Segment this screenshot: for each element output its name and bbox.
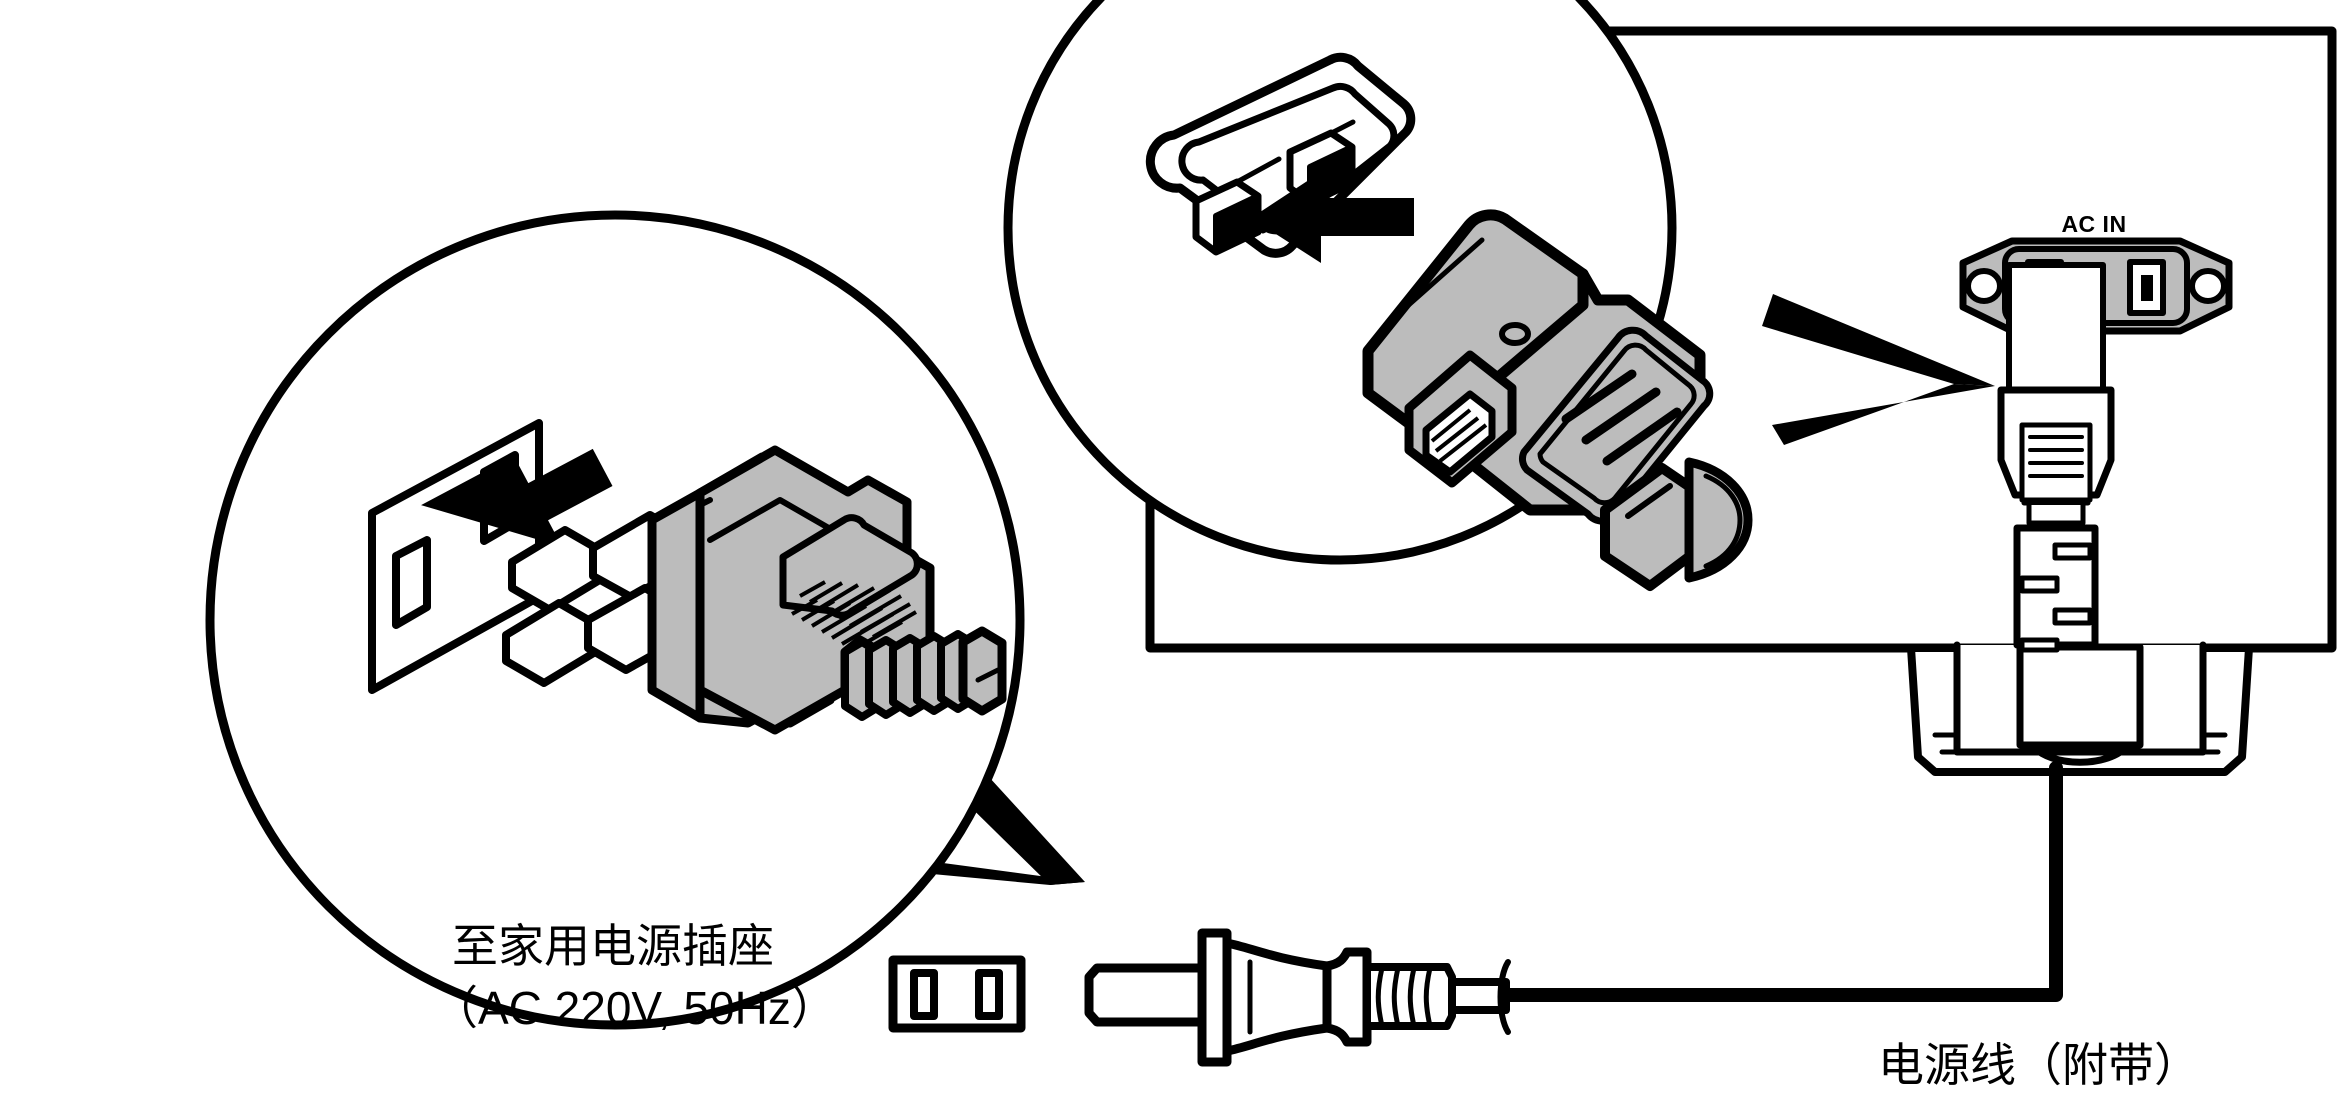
power-cord-cable: [1449, 761, 2063, 1002]
socket-screw-hole-right: [2189, 268, 2227, 304]
callout-circle-wall-plug: [205, 210, 1025, 1030]
ac-in-label: AC IN: [2061, 211, 2126, 237]
connector-inserted-into-tv: [1997, 262, 2115, 653]
two-prong-ac-plug: [502, 445, 1007, 735]
insertion-arrow-left: [421, 448, 613, 547]
power-cord-label: 电源线（附带）: [1878, 1039, 2200, 1091]
plug-grip-hatching: [791, 580, 918, 652]
socket-screw-hole-left: [1965, 268, 2003, 304]
tv-stand: [1907, 641, 2253, 776]
outlet-slot-right: [975, 969, 1003, 1020]
iec-connector-plug: [1362, 209, 1753, 591]
callout-circle-device-inlet: [1003, 0, 1753, 591]
connector-grip-ribs: [2028, 435, 2084, 478]
latch-hatching: [1430, 408, 1488, 463]
connector-grip-slots: [1561, 369, 1682, 466]
wall-outlet-symbol: [888, 955, 1026, 1033]
insertion-arrow-right: [1251, 172, 1414, 263]
wall-outlet-label-line2: （AC 220V, 50Hz）: [432, 982, 837, 1034]
wall-outlet-label-line1: 至家用电源插座: [452, 920, 774, 972]
plug-ferrule-ribs: [1375, 965, 1433, 1029]
callout-leader-right: [1762, 294, 1995, 445]
ac-plug-side-view: [1084, 928, 1511, 1067]
connector-cord-ridges: [2019, 542, 2093, 653]
plug-strain-relief: [841, 626, 1007, 721]
outlet-slot-left: [910, 969, 938, 1020]
